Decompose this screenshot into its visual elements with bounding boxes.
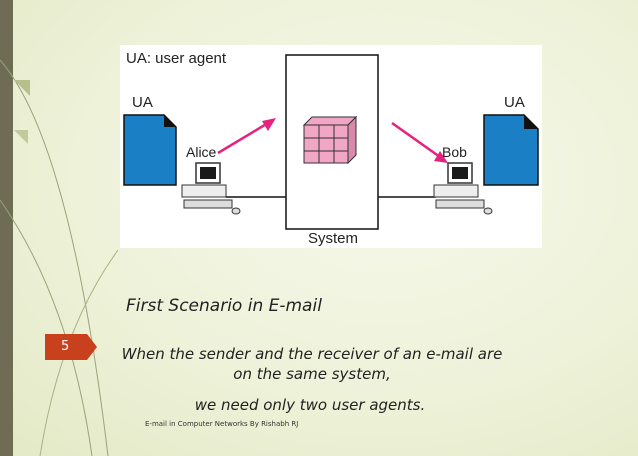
body-line-2: on the same system, [233,365,391,383]
sender-label: Alice [186,144,217,160]
body-line-3: we need only two user agents. [194,396,426,414]
left-accent-bar [0,0,13,456]
legend-text: UA: user agent [126,50,227,67]
decorative-lines [0,59,119,456]
slide-title: First Scenario in E-mail [126,296,322,316]
left-ua-label: UA [132,94,153,111]
system-label: System [308,230,358,247]
deliver-arrow-icon [391,121,448,163]
email-diagram: UA: user agent UA Alice [120,45,542,248]
body-line-1: When the sender and the receiver of an e… [121,345,503,363]
mailbox-icon [302,115,358,165]
slide-body: When the sender and the receiver of an e… [92,344,532,384]
slide-number: 5 [61,339,70,354]
bob-computer-icon [433,162,493,215]
slide-number-badge: 5 [45,334,87,360]
right-ua-document-icon [483,114,539,186]
alice-computer-icon [181,162,241,215]
slide-number-badge-tip [87,334,97,360]
slide-footer: E-mail in Computer Networks By Rishabh R… [145,420,299,428]
receiver-label: Bob [442,144,467,160]
left-ua-document-icon [123,114,177,186]
send-arrow-icon [217,118,276,155]
right-ua-label: UA [504,94,525,111]
